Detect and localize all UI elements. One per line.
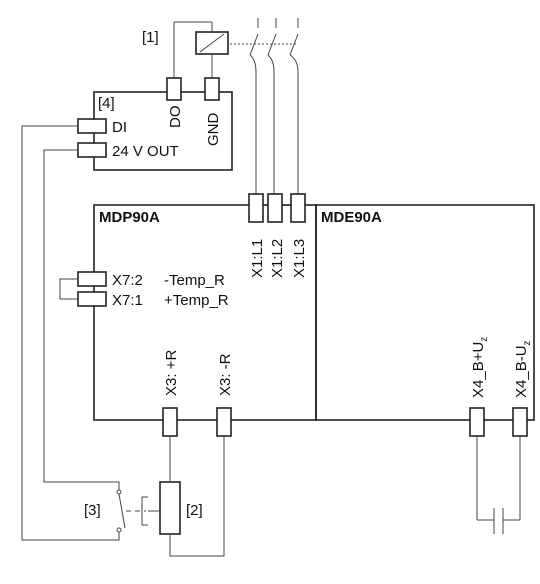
three-phase-supply — [230, 18, 299, 196]
x7-1-signal: +Temp_R — [164, 292, 229, 309]
x3-minus-terminal — [216, 407, 232, 437]
x1-l3-terminal — [290, 193, 306, 223]
out24-terminal — [77, 142, 107, 158]
ref-label-1: [1] — [142, 29, 159, 46]
x3-minus-label: X3: -R — [217, 353, 234, 396]
gnd-terminal — [204, 77, 220, 101]
x4-plus-terminal — [469, 407, 485, 437]
out24-wire — [43, 149, 120, 490]
di-label: DI — [112, 119, 127, 136]
dc-link-capacitor — [476, 436, 521, 534]
out24-label: 24 V OUT — [112, 143, 179, 160]
di-wire — [21, 125, 120, 541]
mdp90a-title: MDP90A — [99, 209, 160, 226]
ref-label-3: [3] — [84, 502, 101, 519]
x4-minus-label: X4_B-Uz — [513, 340, 533, 398]
x7-2-signal: -Temp_R — [164, 272, 225, 289]
temp-sensor-loop — [59, 271, 107, 307]
x3-plus-label: X3: +R — [163, 350, 180, 396]
ref-label-4: [4] — [98, 95, 115, 112]
x4-plus-label: X4_B+Uz — [470, 337, 490, 398]
x7-1-terminal — [77, 291, 107, 307]
controller-module — [77, 77, 233, 171]
do-label: DO — [167, 106, 184, 129]
mde90a-module — [315, 204, 535, 421]
x4-minus-terminal — [512, 407, 528, 437]
x7-2-terminal — [77, 271, 107, 287]
x1-l2-terminal — [267, 193, 283, 223]
di-terminal — [77, 118, 107, 134]
x1-l1-label: X1:L1 — [249, 239, 266, 278]
thermal-switch — [116, 489, 160, 533]
mdp90a-module — [93, 204, 317, 421]
brake-resistor — [159, 436, 225, 557]
x1-l1-terminal — [248, 193, 264, 223]
x1-l3-label: X1:L3 — [291, 239, 308, 278]
mde90a-title: MDE90A — [321, 209, 382, 226]
x7-2-label: X7:2 — [112, 272, 143, 289]
x7-1-label: X7:1 — [112, 292, 143, 309]
contactor-coil — [173, 21, 229, 78]
gnd-label: GND — [205, 113, 222, 147]
ref-label-2: [2] — [186, 502, 203, 519]
x3-plus-terminal — [162, 407, 178, 437]
do-terminal — [166, 77, 182, 101]
x1-l2-label: X1:L2 — [269, 239, 286, 278]
